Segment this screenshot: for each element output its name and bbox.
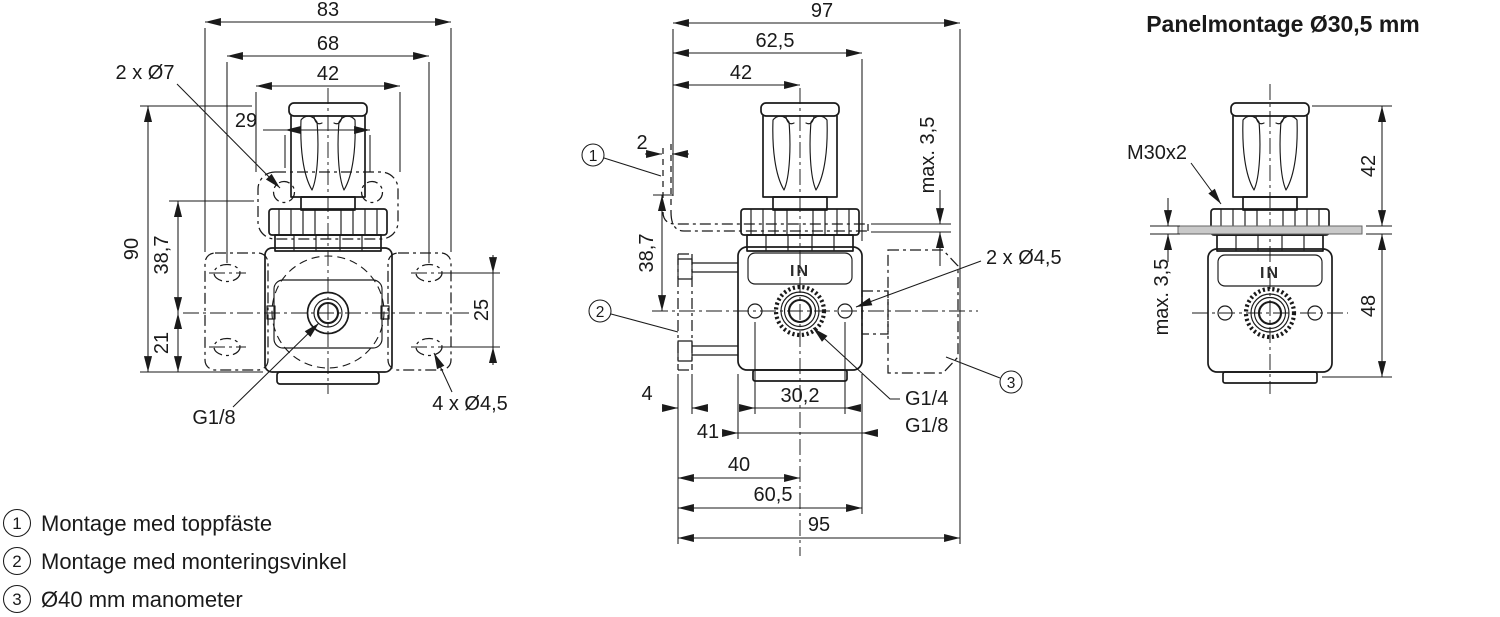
- label-g14-text: G1/4: [905, 388, 948, 410]
- dim-38-7-left-value: 38,7: [151, 236, 173, 275]
- dim-40: 40: [678, 454, 800, 483]
- dim-42-middle-value: 42: [730, 62, 752, 84]
- label-g18-text: G1/8: [905, 415, 948, 437]
- dim-42-right-value: 42: [1358, 155, 1380, 177]
- dim-97: 97: [673, 0, 960, 28]
- label-2x-d45-text: 2 x Ø4,5: [986, 247, 1062, 269]
- dim-2: 2: [636, 132, 689, 159]
- dim-25-value: 25: [471, 299, 493, 321]
- legend: 1 Montage med toppfäste 2 Montage med mo…: [2, 508, 347, 614]
- dim-90-value: 90: [121, 238, 143, 260]
- dim-48-value: 48: [1358, 295, 1380, 317]
- dim-40-value: 40: [728, 454, 750, 476]
- dim-90: 90: [121, 106, 153, 372]
- dim-21-value: 21: [151, 332, 173, 354]
- view-panel-mount: Panelmontage Ø30,5 mm IN M30x2 42 max. 3…: [1127, 11, 1420, 394]
- callout-1-num: 1: [589, 148, 598, 165]
- dim-max-3-5-middle: max. 3,5: [917, 117, 945, 266]
- dim-68: 68: [227, 33, 429, 61]
- mounting-panel: [1177, 225, 1363, 235]
- legend-2-label: Montage med monteringsvinkel: [41, 549, 347, 574]
- dim-48: 48: [1358, 234, 1387, 377]
- dim-60-5-value: 60,5: [754, 484, 793, 506]
- bracket-screw-bottom: [677, 340, 693, 362]
- bracket-screw-top: [677, 258, 693, 280]
- dim-83-value: 83: [317, 0, 339, 21]
- dim-41: 41: [697, 421, 878, 443]
- callout-3: 3: [945, 356, 1023, 394]
- label-2x-d7: 2 x Ø7: [116, 62, 281, 189]
- legend-3-num: 3: [12, 590, 21, 609]
- dim-42-middle: 42: [673, 62, 800, 90]
- label-g14-g18: G1/4 G1/8: [812, 327, 948, 437]
- label-g18-left-text: G1/8: [192, 407, 235, 429]
- legend-3-label: Ø40 mm manometer: [41, 587, 243, 612]
- label-2x-d7-text: 2 x Ø7: [116, 62, 175, 84]
- dim-4: 4: [641, 383, 708, 413]
- dim-2-value: 2: [636, 132, 647, 154]
- legend-item-2: 2 Montage med monteringsvinkel: [2, 546, 347, 576]
- panel-mount-title: Panelmontage Ø30,5 mm: [1146, 11, 1420, 37]
- dim-29-value: 29: [235, 110, 257, 132]
- top-bracket-hole-left: [272, 180, 296, 204]
- dim-30-2: 30,2: [739, 385, 861, 413]
- label-m30x2-text: M30x2: [1127, 142, 1187, 164]
- manometer-outline: [861, 249, 959, 374]
- port-g18: [316, 301, 340, 325]
- label-g18-left: G1/8: [192, 322, 320, 429]
- dim-97-value: 97: [811, 0, 833, 22]
- view-front-middle: IN 97: [581, 0, 1062, 556]
- callout-2-num: 2: [596, 304, 605, 321]
- extension-lines-left: [140, 28, 500, 373]
- top-bracket-outline: [257, 171, 399, 240]
- dim-62-5-value: 62,5: [756, 30, 795, 52]
- dim-83: 83: [205, 0, 451, 27]
- dim-62-5: 62,5: [673, 30, 862, 58]
- label-4x-d45-text: 4 x Ø4,5: [432, 393, 508, 415]
- dim-38-7-middle: 38,7: [636, 195, 667, 311]
- side-flanges: [204, 252, 452, 371]
- in-port-label-middle: IN: [790, 263, 810, 280]
- legend-item-3: 3 Ø40 mm manometer: [2, 584, 243, 614]
- label-2x-d45: 2 x Ø4,5: [855, 247, 1062, 308]
- label-m30x2: M30x2: [1127, 142, 1222, 205]
- body-left-view: [264, 247, 393, 385]
- in-port-label-right: IN: [1260, 265, 1280, 282]
- legend-1-num: 1: [12, 514, 21, 533]
- view-front-left: 83 68 42 29 90 38,7 21: [116, 0, 508, 429]
- angle-bracket-middle: [677, 253, 739, 371]
- legend-item-1: 1 Montage med toppfäste: [2, 508, 272, 538]
- legend-1-label: Montage med toppfäste: [41, 511, 272, 536]
- callout-3-num: 3: [1007, 375, 1016, 392]
- callout-1: 1: [581, 143, 662, 177]
- dim-68-value: 68: [317, 33, 339, 55]
- callout-2: 2: [588, 299, 679, 333]
- dim-30-2-value: 30,2: [781, 385, 820, 407]
- dim-25: 25: [471, 255, 498, 365]
- dim-21: 21: [151, 313, 183, 372]
- dim-38-7-middle-value: 38,7: [636, 234, 658, 273]
- dim-38-7-left: 38,7: [151, 201, 183, 313]
- dim-max-3-5-right: max. 3,5: [1151, 198, 1173, 335]
- dim-42-left: 42: [256, 63, 400, 91]
- dim-95-value: 95: [808, 514, 830, 536]
- dim-42-right: 42: [1358, 106, 1387, 226]
- dim-41-value: 41: [697, 421, 719, 443]
- legend-2-num: 2: [12, 552, 21, 571]
- dim-max-3-5-right-value: max. 3,5: [1151, 259, 1173, 336]
- dim-60-5: 60,5: [678, 484, 862, 513]
- dim-95: 95: [678, 514, 960, 543]
- extension-lines-middle: [653, 29, 961, 544]
- dim-42-left-value: 42: [317, 63, 339, 85]
- port-outer: [306, 291, 350, 335]
- label-4x-d45: 4 x Ø4,5: [432, 352, 508, 415]
- dim-4-value: 4: [641, 383, 652, 405]
- top-bracket-hole-right: [360, 180, 384, 204]
- dim-max-3-5-middle-value: max. 3,5: [917, 117, 939, 194]
- dim-29: 29: [235, 110, 370, 135]
